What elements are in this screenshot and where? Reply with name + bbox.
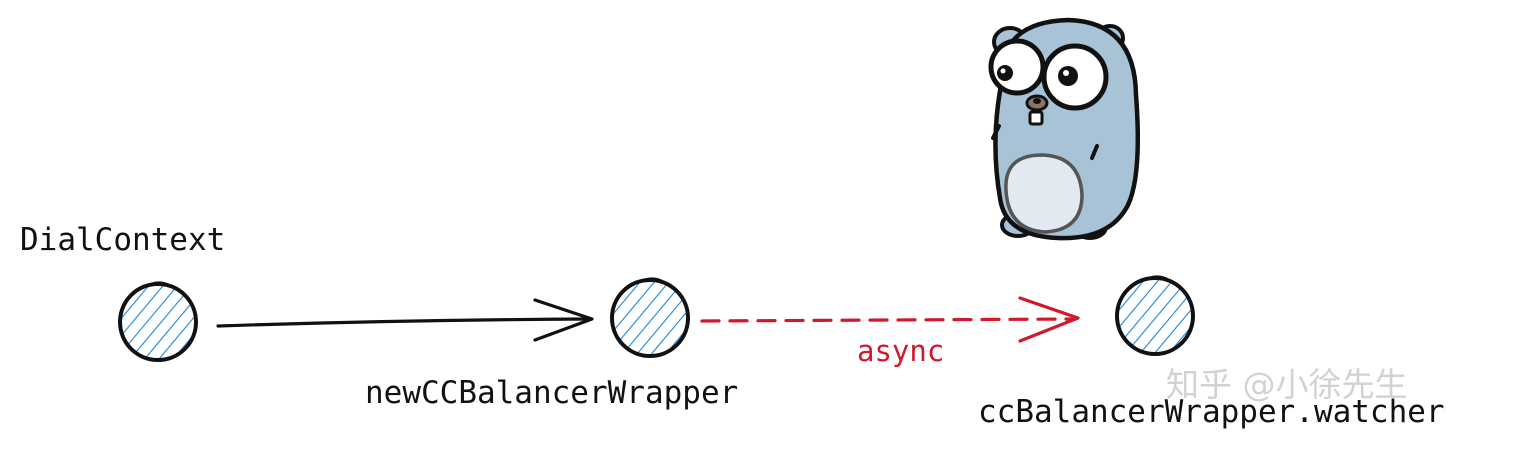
node-label-dialcontext: DialContext: [20, 222, 225, 258]
node-watcher: [1115, 275, 1195, 356]
edge-newccbalancerwrapper-to-watcher: [700, 296, 1080, 343]
watermark: 知乎 @小徐先生: [1166, 365, 1408, 404]
node-newccbalancerwrapper: [610, 277, 690, 358]
go-gopher-icon: [988, 17, 1141, 241]
node-label-newccbalancerwrapper: newCCBalancerWrapper: [365, 375, 738, 411]
node-label-watcher: ccBalancerWrapper.watcher: [978, 394, 1445, 430]
node-dialcontext: [118, 281, 198, 362]
edge-dialcontext-to-newccbalancerwrapper: [216, 298, 594, 342]
edge-label-async: async: [857, 334, 944, 368]
